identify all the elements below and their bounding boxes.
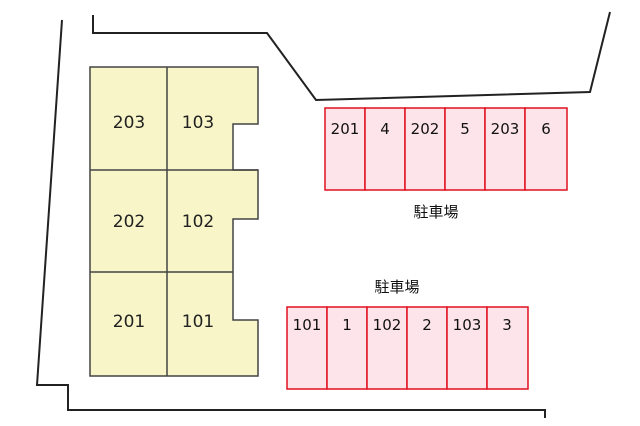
parking-slot-lower-6	[486, 306, 529, 390]
parking-lot-lower-labels: 駐車場 101 1 102 2 103 3	[293, 278, 512, 334]
parking-slot-lower-6-label: 3	[502, 316, 512, 334]
parking-slot-upper-6-label: 6	[541, 120, 551, 138]
parking-slot-upper-6	[524, 107, 568, 191]
parking-slot-lower-2-label: 1	[342, 316, 352, 334]
parking-slot-upper-4-label: 5	[460, 120, 470, 138]
parking-slot-upper-5-label: 203	[491, 120, 520, 138]
boundary-top-line	[92, 11, 611, 102]
boundary-left-bottom-line	[35, 19, 546, 418]
building: 203 103 202 102 201 101	[89, 66, 259, 377]
property-boundary	[35, 11, 611, 418]
parking-slot-lower-2	[326, 306, 368, 390]
parking-lot-lower	[286, 306, 529, 390]
unit-103-label: 103	[182, 113, 214, 133]
parking-slot-upper-4	[444, 107, 486, 191]
parking-lot-upper-title: 駐車場	[413, 203, 458, 221]
parking-slot-lower-1-label: 101	[293, 316, 322, 334]
parking-slot-lower-5-label: 103	[453, 316, 482, 334]
parking-slot-upper-3-label: 202	[411, 120, 440, 138]
parking-slot-lower-3-label: 102	[373, 316, 402, 334]
building-outline	[89, 66, 259, 377]
parking-lot-upper	[324, 107, 568, 191]
parking-slot-upper-1-label: 201	[331, 120, 360, 138]
parking-slot-upper-3	[404, 107, 446, 191]
unit-201-label: 201	[113, 312, 145, 332]
parking-slot-lower-5	[446, 306, 488, 390]
parking-slot-upper-2-label: 4	[380, 120, 390, 138]
unit-102-label: 102	[182, 212, 214, 232]
parking-slot-upper-2	[364, 107, 406, 191]
unit-203-label: 203	[113, 113, 145, 133]
parking-lot-upper-labels: 201 4 202 5 203 6 駐車場	[331, 120, 551, 221]
unit-101-label: 101	[182, 312, 214, 332]
parking-slot-lower-4-label: 2	[422, 316, 432, 334]
parking-slot-lower-4	[406, 306, 448, 390]
parking-lot-lower-title: 駐車場	[374, 278, 419, 296]
unit-202-label: 202	[113, 212, 145, 232]
parking-slot-upper-5	[484, 107, 526, 191]
